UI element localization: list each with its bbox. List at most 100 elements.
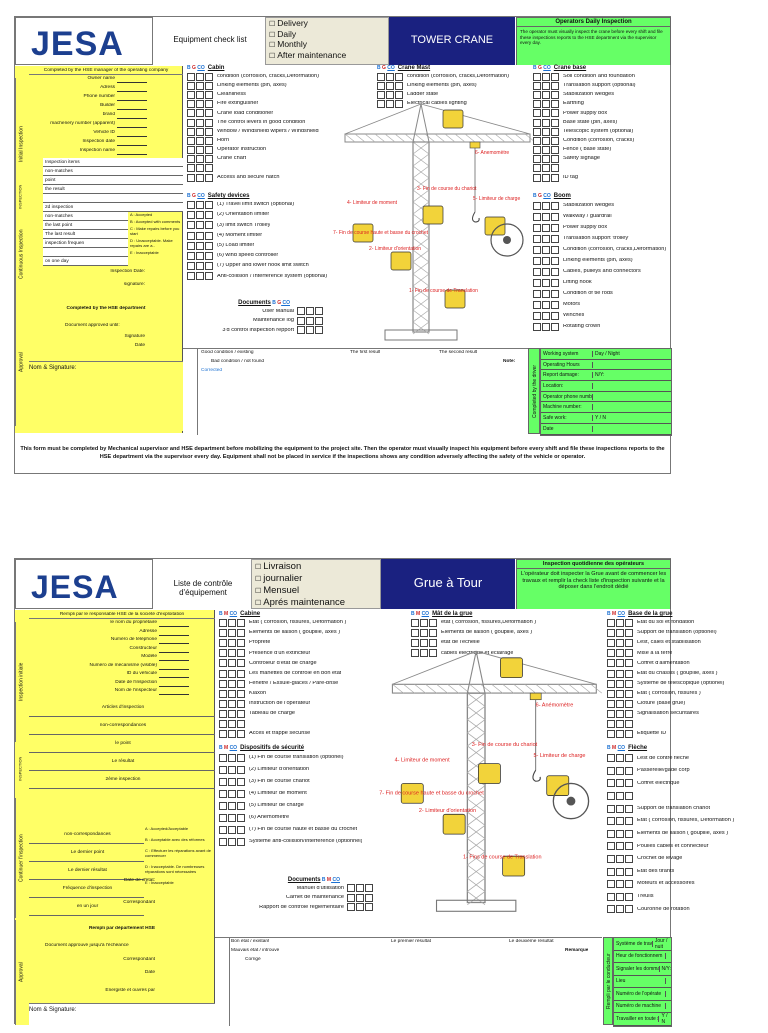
check-box[interactable] [607, 619, 615, 628]
check-box[interactable] [237, 719, 245, 728]
check-boxes[interactable] [187, 127, 214, 136]
check-box[interactable] [205, 252, 213, 261]
check-boxes[interactable] [219, 719, 246, 728]
check-box[interactable] [533, 256, 541, 265]
check-box[interactable] [616, 730, 624, 739]
check-box[interactable] [228, 838, 236, 846]
check-box[interactable] [219, 719, 227, 728]
check-box[interactable] [607, 829, 615, 838]
check-box[interactable] [205, 241, 213, 250]
check-boxes[interactable] [607, 754, 634, 763]
check-box[interactable] [533, 278, 541, 287]
check-box[interactable] [205, 231, 213, 240]
check-box[interactable] [533, 245, 541, 254]
check-boxes[interactable] [219, 766, 246, 774]
check-boxes[interactable] [219, 814, 246, 822]
check-box[interactable] [420, 649, 428, 658]
check-box[interactable] [616, 905, 624, 914]
check-box[interactable] [386, 81, 394, 90]
owner-field-input[interactable] [159, 677, 189, 678]
check-box[interactable] [625, 719, 633, 728]
check-box[interactable] [377, 100, 385, 109]
check-box[interactable] [196, 164, 204, 173]
check-box[interactable] [315, 307, 323, 316]
check-box[interactable] [625, 629, 633, 638]
check-box[interactable] [616, 842, 624, 851]
check-boxes[interactable] [533, 289, 560, 298]
check-boxes[interactable] [297, 307, 324, 316]
check-box[interactable] [616, 880, 624, 889]
check-boxes[interactable] [187, 252, 214, 261]
check-box[interactable] [542, 278, 550, 287]
check-box[interactable] [429, 639, 437, 648]
owner-field-input[interactable] [159, 643, 189, 644]
check-box[interactable] [616, 766, 624, 775]
check-box[interactable] [219, 659, 227, 668]
check-boxes[interactable] [533, 72, 560, 81]
check-box[interactable] [187, 272, 195, 281]
check-box[interactable] [187, 211, 195, 220]
check-box[interactable] [237, 629, 245, 638]
check-boxes[interactable] [219, 679, 246, 688]
check-box[interactable] [533, 127, 541, 136]
check-box[interactable] [533, 234, 541, 243]
check-box[interactable] [542, 311, 550, 320]
check-box[interactable] [411, 649, 419, 658]
check-box[interactable] [542, 127, 550, 136]
check-box[interactable] [551, 300, 559, 309]
check-box[interactable] [365, 893, 373, 902]
check-box[interactable] [205, 164, 213, 173]
check-box[interactable] [365, 903, 373, 912]
frequency-option[interactable]: Aprés maintenance [255, 597, 377, 609]
check-box[interactable] [551, 256, 559, 265]
check-box[interactable] [616, 679, 624, 688]
check-boxes[interactable] [533, 245, 560, 254]
check-boxes[interactable] [187, 81, 214, 90]
check-box[interactable] [411, 629, 419, 638]
check-box[interactable] [347, 903, 355, 912]
check-boxes[interactable] [219, 826, 246, 834]
check-box[interactable] [196, 221, 204, 230]
check-box[interactable] [187, 100, 195, 109]
check-boxes[interactable] [607, 804, 634, 813]
check-box[interactable] [237, 649, 245, 658]
check-box[interactable] [228, 649, 236, 658]
check-boxes[interactable] [607, 679, 634, 688]
check-box[interactable] [228, 639, 236, 648]
owner-field-input[interactable] [117, 82, 147, 83]
check-box[interactable] [228, 629, 236, 638]
check-boxes[interactable] [219, 639, 246, 648]
check-boxes[interactable] [533, 234, 560, 243]
check-box[interactable] [607, 867, 615, 876]
check-box[interactable] [607, 699, 615, 708]
check-box[interactable] [625, 766, 633, 775]
check-box[interactable] [187, 118, 195, 127]
check-box[interactable] [607, 709, 615, 718]
check-boxes[interactable] [533, 127, 560, 136]
check-box[interactable] [356, 903, 364, 912]
check-box[interactable] [551, 173, 559, 182]
check-boxes[interactable] [533, 223, 560, 232]
check-boxes[interactable] [533, 118, 560, 127]
check-boxes[interactable] [219, 649, 246, 658]
status-value[interactable]: N/Y: [661, 965, 671, 972]
check-box[interactable] [533, 201, 541, 210]
check-box[interactable] [551, 164, 559, 173]
check-boxes[interactable] [377, 90, 404, 99]
check-boxes[interactable] [411, 629, 438, 638]
check-box[interactable] [625, 659, 633, 668]
check-boxes[interactable] [533, 155, 560, 164]
check-box[interactable] [228, 802, 236, 810]
owner-field-input[interactable] [159, 660, 189, 661]
check-box[interactable] [187, 72, 195, 81]
check-box[interactable] [616, 867, 624, 876]
check-box[interactable] [205, 127, 213, 136]
check-box[interactable] [551, 72, 559, 81]
check-box[interactable] [551, 201, 559, 210]
check-boxes[interactable] [533, 146, 560, 155]
check-boxes[interactable] [533, 100, 560, 109]
check-boxes[interactable] [219, 629, 246, 638]
check-box[interactable] [237, 709, 245, 718]
frequency-option[interactable]: Delivery [269, 18, 385, 30]
check-box[interactable] [625, 699, 633, 708]
